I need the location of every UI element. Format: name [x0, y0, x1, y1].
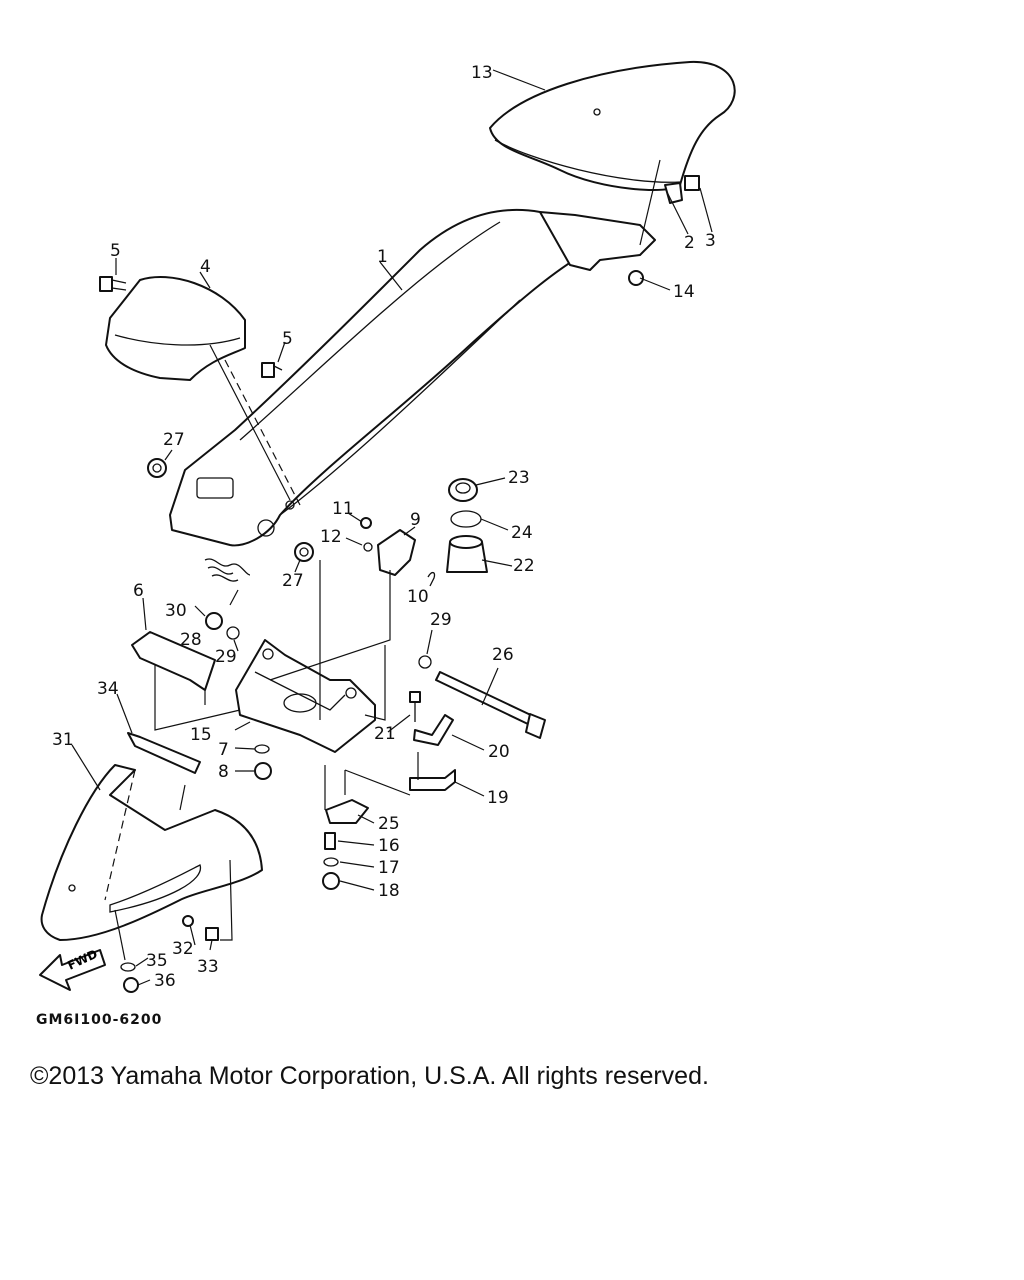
callout-28: 28 — [180, 630, 202, 650]
callout-1: 1 — [377, 247, 388, 267]
callout-3: 3 — [705, 231, 716, 251]
part-5-bolt-upper — [99, 276, 127, 292]
callouts: 13 2 3 14 1 4 5 5 27 11 12 9 10 23 24 22… — [52, 63, 716, 991]
part-18-nut — [322, 872, 340, 890]
part-12-washer — [363, 542, 373, 552]
callout-13: 13 — [471, 63, 493, 83]
callout-16: 16 — [378, 836, 400, 856]
part-10-pin — [427, 571, 436, 587]
part-2-clip — [664, 182, 683, 204]
callout-26: 26 — [492, 645, 514, 665]
part-22-boot — [446, 535, 488, 573]
callout-18: 18 — [378, 881, 400, 901]
callout-7: 7 — [218, 740, 229, 760]
diagram-code: GM6I100-6200 — [36, 1012, 163, 1028]
callout-27-lower: 27 — [282, 571, 304, 591]
callout-32: 32 — [172, 939, 194, 959]
callout-4: 4 — [200, 257, 211, 277]
part-16-stud — [324, 832, 336, 850]
part-28-nut — [205, 612, 223, 630]
part-8-nut — [254, 762, 272, 780]
part-36-nut — [123, 977, 139, 993]
part-29-washer-left — [226, 626, 240, 640]
callout-35: 35 — [146, 951, 168, 971]
callout-8: 8 — [218, 762, 229, 782]
copyright-text: ©2013 Yamaha Motor Corporation, U.S.A. A… — [30, 1062, 709, 1090]
part-24-clamp — [450, 510, 482, 528]
callout-34: 34 — [97, 679, 119, 699]
callout-19: 19 — [487, 788, 509, 808]
callout-15: 15 — [190, 725, 212, 745]
part-19-bracket — [409, 769, 456, 791]
part-26-shaft — [435, 671, 546, 739]
callout-22: 22 — [513, 556, 535, 576]
part-20-bracket — [413, 714, 454, 746]
assembly-lines — [71, 69, 713, 986]
parts-diagram: FWD — [39, 60, 736, 993]
callout-14: 14 — [673, 282, 695, 302]
part-35-washer — [120, 962, 136, 972]
callout-11: 11 — [332, 499, 354, 519]
callout-20: 20 — [488, 742, 510, 762]
part-34-clip — [127, 732, 201, 774]
part-31-hood — [40, 764, 263, 941]
part-33-cap — [205, 927, 219, 941]
callout-23: 23 — [508, 468, 530, 488]
part-21-bolt — [409, 691, 421, 722]
callout-29-right: 29 — [430, 610, 452, 630]
callout-2: 2 — [684, 233, 695, 253]
part-13-pad — [489, 60, 736, 191]
part-11-screw — [360, 517, 372, 529]
callout-17: 17 — [378, 858, 400, 878]
callout-5-upper: 5 — [110, 241, 121, 261]
part-4-cover — [105, 276, 246, 381]
callout-33: 33 — [197, 957, 219, 977]
callout-5-lower: 5 — [282, 329, 293, 349]
callout-24: 24 — [511, 523, 533, 543]
part-5-bolt-lower — [261, 362, 283, 378]
callout-21: 21 — [374, 724, 396, 744]
part-14-nut — [628, 270, 644, 286]
callout-10: 10 — [407, 587, 429, 607]
part-27-bushing-lower — [294, 542, 314, 562]
callout-30: 30 — [165, 601, 187, 621]
part-23-cap — [448, 478, 478, 502]
callout-36: 36 — [154, 971, 176, 991]
part-17-washer — [323, 857, 339, 867]
callout-6: 6 — [133, 581, 144, 601]
callout-27-upper: 27 — [163, 430, 185, 450]
callout-31: 31 — [52, 730, 74, 750]
callout-29-left: 29 — [215, 647, 237, 667]
part-27-bushing-upper — [147, 458, 167, 478]
part-15-base — [235, 639, 376, 753]
part-29-washer-right — [418, 655, 432, 669]
callout-25: 25 — [378, 814, 400, 834]
part-9-bracket — [377, 529, 416, 576]
callout-12: 12 — [320, 527, 342, 547]
callout-9: 9 — [410, 510, 421, 530]
part-7-washer — [254, 744, 270, 754]
fwd-arrow: FWD — [39, 947, 106, 991]
part-30-spring — [204, 558, 251, 582]
part-3-bolt — [684, 175, 700, 191]
part-1-steering-pole — [169, 208, 656, 547]
part-32-screw — [182, 915, 194, 927]
part-25-plate — [325, 799, 369, 824]
part-6-bracket — [131, 631, 216, 691]
